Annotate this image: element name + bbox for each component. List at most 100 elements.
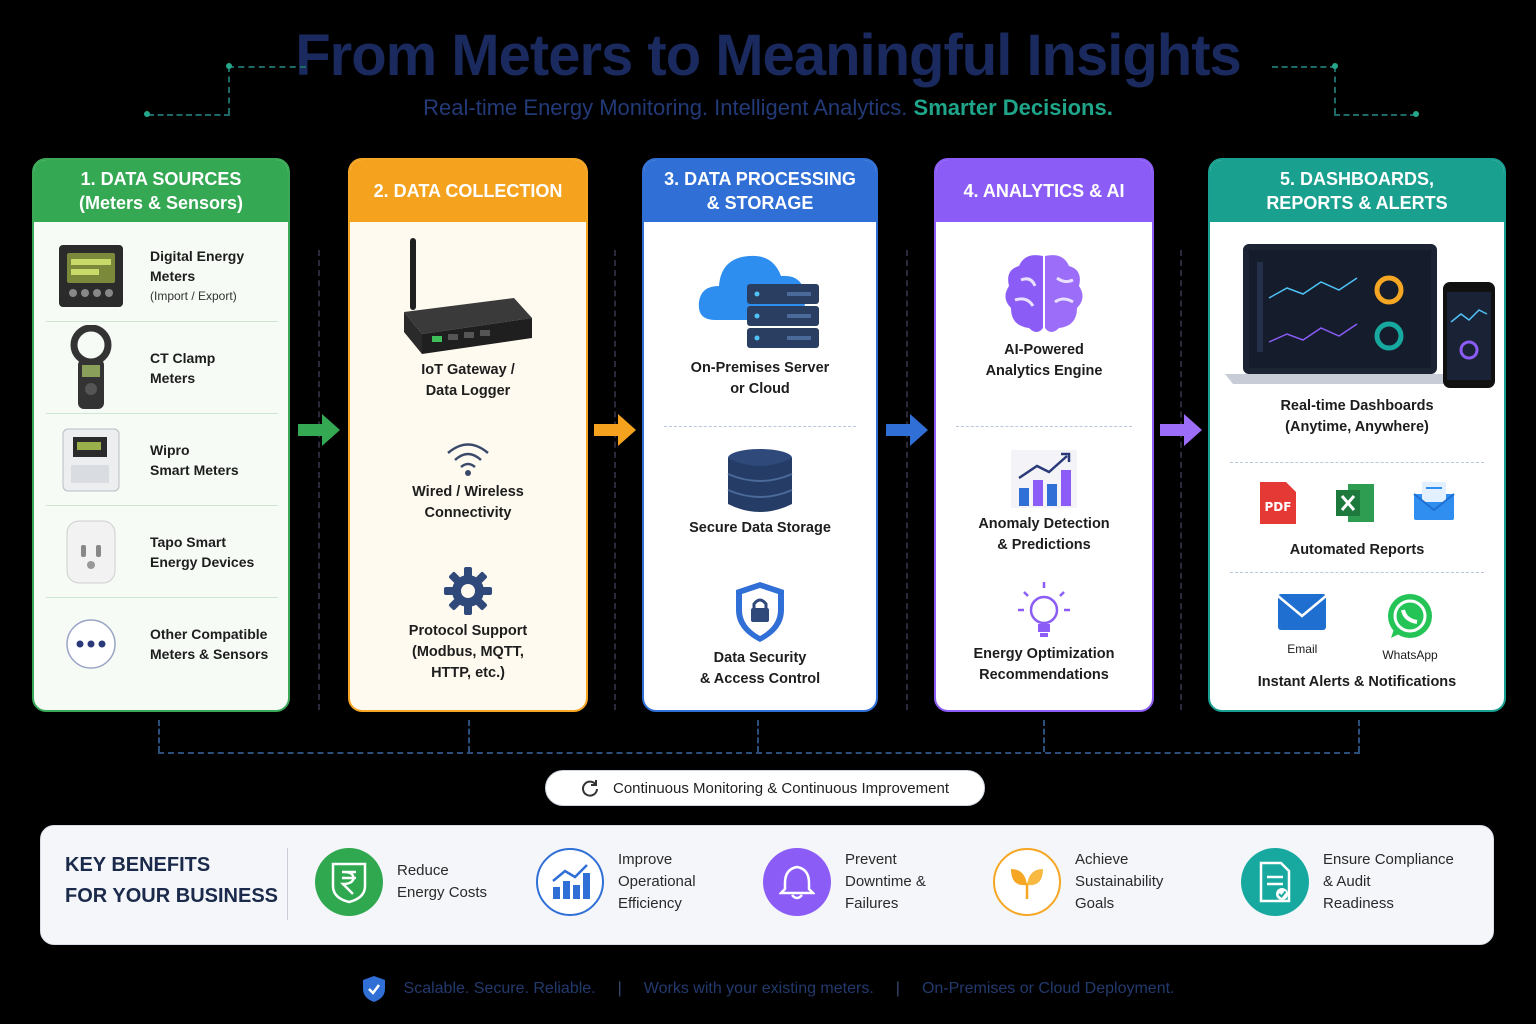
header-decoration-right-bottom: [1334, 114, 1416, 116]
smart-meter-icon: [62, 428, 120, 491]
benefit-sustainability: Achieve Sustainability Goals: [993, 848, 1163, 916]
growth-chart-icon: [1011, 450, 1077, 508]
realtime-label: (Anytime, Anywhere): [1285, 419, 1429, 435]
column-divider: [318, 250, 320, 710]
page-title: From Meters to Meaningful Insights: [295, 23, 1242, 88]
benefit-label: Downtime &: [845, 873, 926, 890]
source-item-wipro: Wipro Smart Meters: [46, 414, 278, 506]
column-header-data-sources: 1. DATA SOURCES (Meters & Sensors): [34, 160, 288, 222]
engine-label: Analytics Engine: [985, 363, 1103, 379]
footer-separator: |: [895, 980, 900, 997]
column-title-line: 5. DASHBOARDS,: [1279, 169, 1434, 189]
benefit-circle: [536, 848, 604, 916]
subtitle-accent: Smarter Decisions.: [913, 95, 1113, 120]
more-options-icon: [66, 619, 116, 669]
gear-icon: [444, 567, 492, 615]
bell-icon: [779, 865, 815, 900]
security-label: & Access Control: [699, 671, 821, 687]
flow-arrow-icon: [1160, 414, 1202, 446]
column-header-dashboards: 5. DASHBOARDS, REPORTS & ALERTS: [1210, 160, 1504, 222]
database-icon: [727, 449, 793, 512]
optimization-label: Energy Optimization: [973, 646, 1115, 662]
excel-file-icon: [1336, 484, 1374, 522]
header-decoration-left-vertical: [228, 66, 230, 114]
column-title-line: (Meters & Sensors): [78, 193, 244, 213]
header-decoration-right-top: [1272, 66, 1336, 68]
column-data-sources: 1. DATA SOURCES (Meters & Sensors) Digit…: [32, 158, 290, 712]
column-data-processing: 3. DATA PROCESSING & STORAGE On-Premises…: [642, 158, 878, 712]
benefit-label: Operational: [618, 873, 696, 890]
benefit-improve-efficiency: Improve Operational Efficiency: [536, 848, 696, 916]
benefit-label: Efficiency: [618, 895, 682, 912]
dashboards-reports: PDF Automated Reports: [1210, 480, 1504, 561]
processing-security: Data Security & Access Control: [644, 580, 876, 690]
source-label: Other Compatible: [150, 626, 268, 642]
whatsapp-label: WhatsApp: [1382, 648, 1438, 662]
subtitle-main: Real-time Energy Monitoring. Intelligent…: [423, 95, 908, 120]
engine-label: AI-Powered: [1004, 342, 1084, 358]
whatsapp-icon: [1387, 594, 1432, 638]
feedback-connector: [757, 720, 759, 752]
feedback-connector: [158, 720, 160, 752]
benefit-label: Reduce: [397, 862, 449, 879]
alerts-label: Instant Alerts & Notifications: [1257, 674, 1457, 690]
analytics-anomaly: Anomaly Detection & Predictions: [936, 448, 1152, 556]
iot-gateway-icon: [404, 238, 532, 354]
benefit-label: Readiness: [1323, 895, 1394, 912]
benefit-prevent-downtime: Prevent Downtime & Failures: [763, 848, 926, 916]
feedback-connector: [1358, 720, 1360, 752]
benefit-label: Failures: [845, 895, 899, 912]
footer-text: Works with your existing meters.: [643, 980, 874, 997]
feedback-connector: [1043, 720, 1045, 752]
footer-text: On-Premises or Cloud Deployment.: [921, 980, 1175, 997]
benefits-panel: KEY BENEFITS FOR YOUR BUSINESS Reduce En…: [40, 825, 1494, 945]
processing-server: On-Premises Server or Cloud: [644, 244, 876, 400]
collection-gateway: IoT Gateway / Data Logger: [350, 238, 586, 402]
benefit-circle: [315, 848, 383, 916]
smart-plug-icon: [66, 520, 116, 583]
source-label: Digital Energy: [150, 247, 245, 264]
source-item-digital-meter: Digital Energy Meters (Import / Export): [46, 230, 278, 322]
rupee-shield-icon: [331, 862, 367, 904]
benefit-label: Improve: [618, 851, 673, 868]
storage-label: Secure Data Storage: [689, 520, 831, 536]
document-check-icon: [1259, 861, 1291, 903]
email-icon: [1277, 594, 1328, 630]
analytics-engine: AI-Powered Analytics Engine: [936, 250, 1152, 382]
benefit-label: Ensure Compliance: [1323, 851, 1454, 868]
gateway-label: IoT Gateway /: [421, 362, 515, 378]
section-divider: [1230, 572, 1484, 573]
benefit-label: & Audit: [1323, 873, 1371, 890]
section-divider: [664, 426, 856, 427]
collection-connectivity: Wired / Wireless Connectivity: [350, 440, 586, 524]
benefit-label: Sustainability: [1075, 873, 1164, 890]
laptop-phone-dashboard-icon: [1225, 244, 1495, 388]
benefit-label: Goals: [1075, 895, 1115, 912]
alert-channel-email: Email: [1276, 592, 1328, 662]
section-divider: [1230, 462, 1484, 463]
connectivity-label: Wired / Wireless: [412, 484, 524, 500]
protocol-label: (Modbus, MQTT,: [412, 644, 524, 660]
header-decoration-dot: [1413, 111, 1419, 117]
benefit-circle: [763, 848, 831, 916]
flow-arrow-icon: [298, 414, 340, 446]
protocol-label: HTTP, etc.): [431, 665, 505, 681]
column-dashboards: 5. DASHBOARDS, REPORTS & ALERTS Real-tim…: [1208, 158, 1506, 712]
benefit-label: Energy Costs: [397, 884, 488, 901]
pdf-text: PDF: [1265, 500, 1292, 514]
benefit-label: Achieve: [1075, 851, 1129, 868]
column-divider: [614, 250, 616, 710]
column-title-line: 3. DATA PROCESSING: [664, 169, 856, 189]
source-label: Meters: [150, 369, 196, 386]
column-header-analytics: 4. ANALYTICS & AI: [936, 160, 1152, 222]
column-title-line: 1. DATA SOURCES: [80, 169, 242, 189]
leaf-icon: [1011, 869, 1043, 899]
dashboards-realtime: Real-time Dashboards (Anytime, Anywhere): [1210, 242, 1504, 438]
column-analytics: 4. ANALYTICS & AI AI-Powered Analytics E…: [934, 158, 1154, 712]
header-decoration-dot: [226, 63, 232, 69]
feedback-connector: [468, 720, 470, 752]
benefit-compliance: Ensure Compliance & Audit Readiness: [1241, 848, 1454, 916]
source-item-ct-clamp: CT Clamp Meters: [46, 322, 278, 414]
source-label: Energy Devices: [150, 553, 255, 570]
realtime-label: Real-time Dashboards: [1280, 398, 1434, 414]
